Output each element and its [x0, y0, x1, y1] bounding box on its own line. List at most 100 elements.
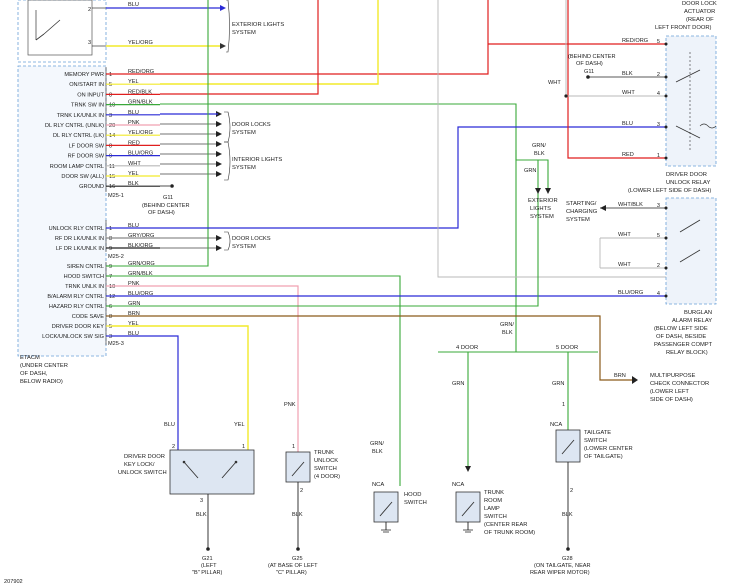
alarm-pin-color: WHT	[618, 232, 631, 238]
row3-pin: 10	[109, 284, 115, 290]
wire-memory-pwr	[160, 0, 489, 75]
actuator-box	[665, 35, 717, 167]
figure-id: 207902	[4, 579, 23, 585]
etacm-inner-switch	[43, 19, 61, 35]
wire-on-start	[160, 0, 379, 85]
dest-interior-1b: SYSTEM	[232, 165, 256, 171]
mpcc-name-4: SIDE OF DASH)	[650, 397, 693, 403]
main-row-color: BLU	[128, 110, 139, 116]
actuator-name-1: DOOR LOCK	[682, 1, 717, 7]
alarm-pin: 5	[657, 233, 660, 239]
actuator-name-3: (REAR OF	[686, 17, 714, 23]
actuator-pin: 4	[657, 91, 660, 97]
alarm-pin: 2	[657, 263, 660, 269]
main-row-signal: DOOR SW (ALL)	[61, 174, 104, 180]
arrow-icon	[216, 161, 222, 167]
row3-color: BLU/ORG	[128, 291, 153, 297]
tailgate-name-2: SWITCH	[584, 438, 607, 444]
tailgate-ground-desc-1: (ON TAILGATE, NEAR	[534, 563, 591, 569]
row3-color: BRN	[128, 311, 140, 317]
main-row-color: BLK	[128, 181, 139, 187]
row3-pin: 7	[109, 274, 112, 280]
row3-signal: TRNK UNLK IN	[65, 284, 104, 290]
row3-pin: 3	[109, 334, 112, 340]
alarm-name-2: ALARM RELAY	[672, 318, 712, 324]
arrow-icon	[216, 121, 222, 127]
row3-pin: 6	[109, 304, 112, 310]
trunk-wire-up: PNK	[284, 402, 296, 408]
burglar-alarm-relay: BURGLAN ALARM RELAY (BELOW LEFT SIDE OF …	[599, 197, 717, 356]
key-name-2: KEY LOCK/	[124, 462, 155, 468]
etacm-name-line-2: (UNDER CENTER	[20, 363, 68, 369]
row3-pin: 12	[109, 294, 115, 300]
split-color-1: GRN/	[532, 143, 546, 149]
row3-color: PNK	[128, 281, 140, 287]
wire-hood-switch	[112, 275, 401, 486]
actuator-g11-desc-2: OF DASH)	[576, 61, 603, 67]
alarm-name-3: (BELOW LEFT SIDE	[654, 326, 708, 332]
connector-m25-1: M25-1	[108, 193, 124, 199]
main-row-signal: TRNK LK/UNLK IN	[57, 113, 104, 119]
row3-color: GRN/BLK	[128, 271, 153, 277]
main-row-signal: TRNK SW IN	[71, 103, 104, 109]
actuator-g11-desc-1: (BEHIND CENTER	[568, 54, 616, 60]
mpcc-color: BRN	[614, 373, 626, 379]
arrow-icon	[216, 245, 222, 251]
tailgate-nca: NCA	[550, 422, 562, 428]
main-row-color: RED	[128, 140, 140, 146]
row2-signal: RF DR LK/UNLK IN	[55, 236, 104, 242]
row3-signal: HAZARD RLY CNTRL	[49, 304, 104, 310]
alarm-pin: 4	[657, 291, 660, 297]
trunk-ground-desc-2: "C" PILLAR)	[276, 570, 307, 576]
etacm-name-line-1: ETACM	[20, 355, 40, 361]
mpcc-name-2: CHECK CONNECTOR	[650, 381, 709, 387]
tailgate-ground-desc-2: REAR WIPER MOTOR)	[530, 570, 590, 576]
alarm-name-1: BURGLAN	[684, 310, 712, 316]
lamp-name-2: ROOM	[484, 498, 502, 504]
main-row-color: WHT	[128, 161, 141, 167]
ground-g11-main: G11	[163, 195, 173, 201]
lamp-name-5: (CENTER REAR	[484, 522, 527, 528]
main-row-signal: ROOM LAMP CNTRL	[50, 164, 104, 170]
dest-door-locks-1a: DOOR LOCKS	[232, 122, 271, 128]
split-dest-2: LIGHTS	[530, 206, 551, 212]
hood-switch: GRN/ BLK NCA HOOD SWITCH	[370, 441, 427, 533]
main-row-signal: MEMORY PWR	[64, 72, 104, 78]
row3-color: YEL	[128, 321, 139, 327]
grn-blk-down-1: GRN/	[500, 322, 514, 328]
split-grn: GRN	[524, 168, 536, 174]
lamp-name-3: LAMP	[484, 506, 500, 512]
row2-color: BLU	[128, 223, 139, 229]
driver-door-key-switch: BLU YEL 2 1 DRIVER DOOR KEY LOCK/ UNLOCK…	[118, 422, 255, 576]
tailgate-wire-up: GRN	[552, 381, 564, 387]
trunk-unlock-switch: PNK 1 TRUNK UNLOCK SWITCH (4 DOOR) 2 BLK…	[268, 402, 340, 576]
trunk-name-2: UNLOCK	[314, 458, 338, 464]
tailgate-name-4: OF TAILGATE)	[584, 454, 623, 460]
hood-nca: NCA	[372, 482, 384, 488]
tailgate-ground: G28	[562, 556, 573, 562]
main-row-signal: ON INPUT	[77, 92, 104, 98]
actuator-pin: 2	[657, 72, 660, 78]
starting-3: SYSTEM	[566, 217, 590, 223]
split-dest-1: EXTERIOR	[528, 198, 558, 204]
arrow-icon	[216, 171, 222, 177]
trunk-pin-2: 2	[300, 488, 303, 494]
actuator-pin-color: BLK	[622, 71, 633, 77]
main-row-pin: 14	[109, 133, 115, 139]
wire-trunk-sw-in	[160, 103, 517, 352]
wire-driver-door-key	[112, 325, 249, 450]
tailgate-pin-2: 2	[570, 488, 573, 494]
trunk-switch-box	[285, 451, 311, 483]
row2-color: BLK/ORG	[128, 243, 153, 249]
row2-signal: LF DR LK/UNLK IN	[56, 246, 104, 252]
trunk-wire-down: BLK	[292, 512, 303, 518]
relay-name-3: (LOWER LEFT SIDE OF DASH)	[628, 188, 711, 194]
main-row-pin: 11	[109, 164, 115, 170]
trunk-pin-1: 1	[292, 444, 295, 450]
arrow-icon	[216, 131, 222, 137]
wire-code-save	[112, 315, 632, 381]
key-switch-box	[169, 449, 255, 495]
actuator-wht: WHT	[548, 80, 561, 86]
row3-color: BLU	[128, 331, 139, 337]
